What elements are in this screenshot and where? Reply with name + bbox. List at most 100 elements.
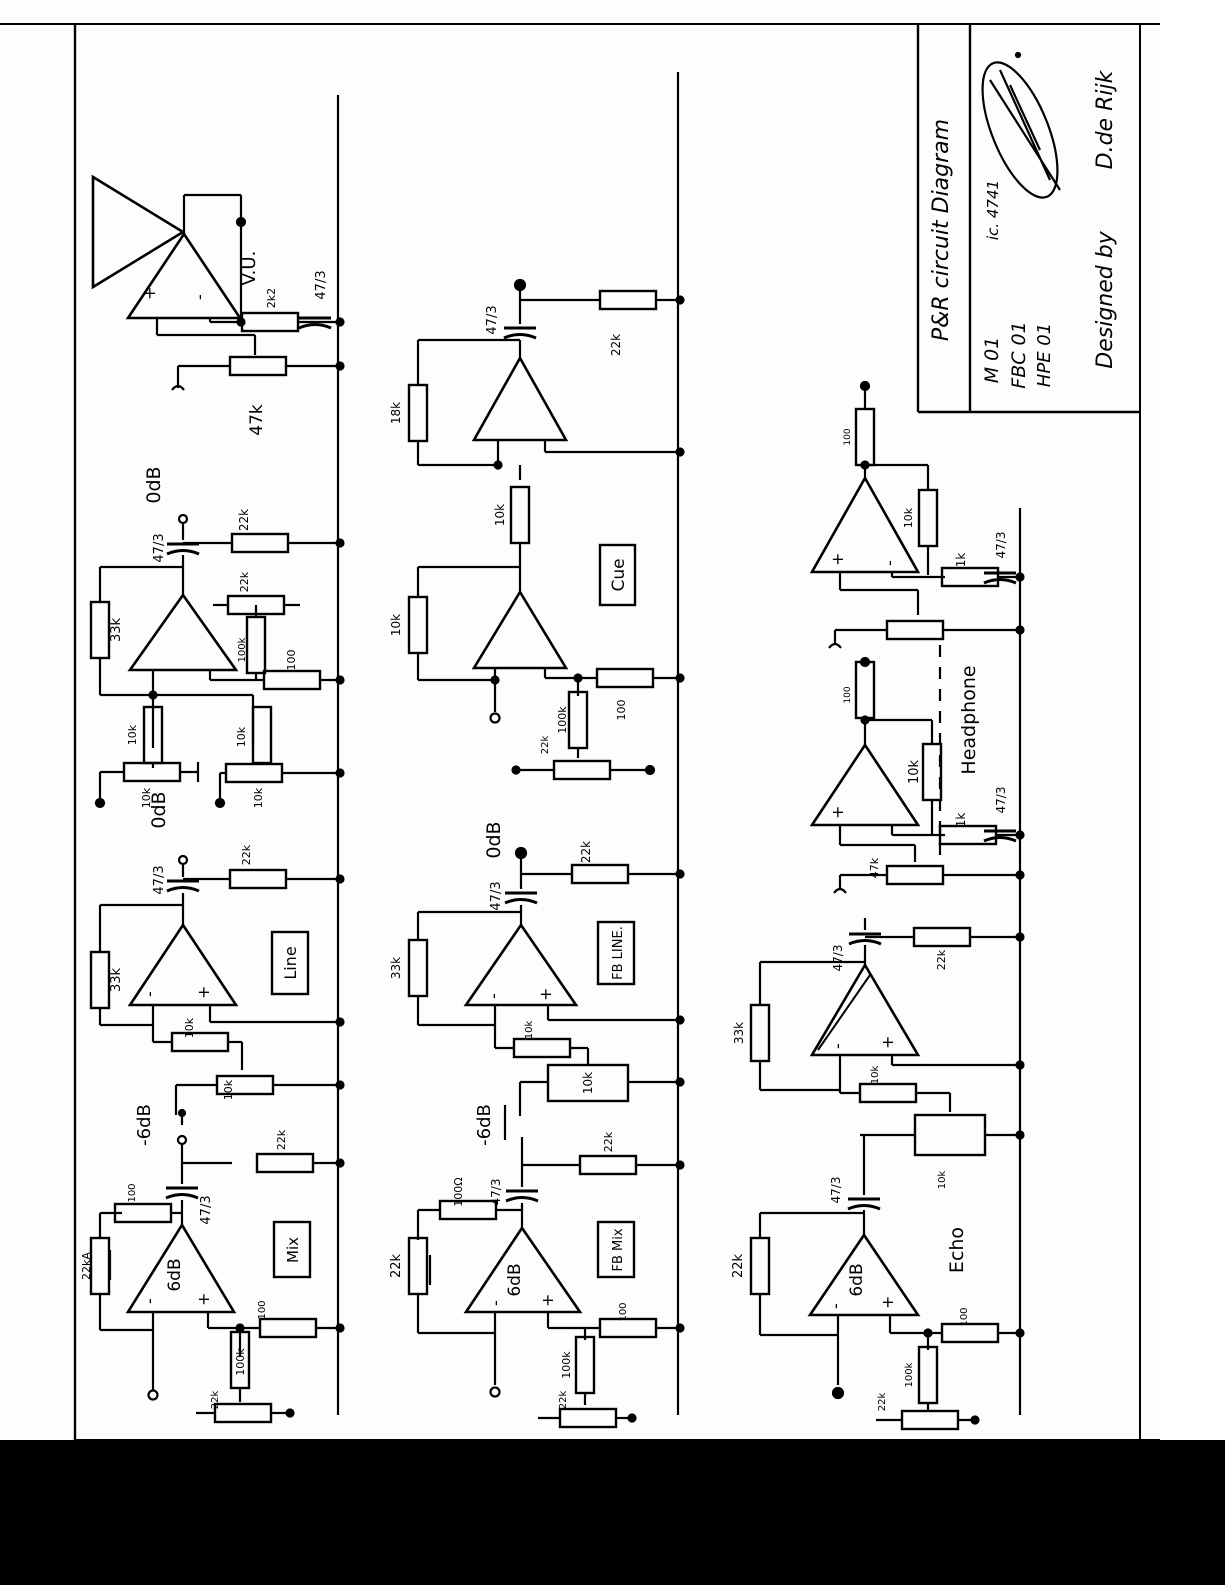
vu-label: V.U. [239, 251, 260, 286]
mix-r22ka: 22kA [80, 1252, 93, 1280]
cue-in-r100k: 100k [556, 706, 569, 734]
cue-out-r10k: 10k [493, 504, 507, 526]
vu-res-label: 2k2 [265, 288, 278, 308]
vu-cap-label: 47/3 [314, 270, 329, 299]
title-block-ic: ic. 4741 [984, 180, 1002, 240]
fb-mix-cap: 47/3 [489, 1179, 503, 1206]
hp-plus: + [828, 806, 847, 819]
line-r10k-a: 10k [183, 1017, 196, 1038]
fb-line-r10k-a: 10k [524, 1021, 535, 1040]
cue-in-r100: 100 [615, 700, 628, 721]
stage1-r22k: 22k [237, 509, 251, 531]
echo-plus: + [878, 1296, 897, 1309]
vu-minus: - [190, 294, 209, 300]
echo-stage [749, 1135, 1025, 1431]
fb-mix-minus: - [486, 1300, 505, 1306]
mix-minus: - [140, 1298, 159, 1304]
echo-r22k-pot: 22k [877, 1393, 888, 1412]
cue-input-stage [407, 543, 685, 781]
title-block-title: P&R circuit Diagram [929, 119, 954, 341]
stage1-cap: 47/3 [152, 533, 167, 562]
stage1-r10k-b: 10k [140, 787, 153, 808]
fb-mix-r22k-pot: 22k [558, 1391, 569, 1410]
cue-in-r10k: 10k [389, 614, 403, 636]
headphone-stage [809, 645, 1025, 894]
echo-r22k: 22k [731, 1253, 746, 1278]
hp-r100: 100 [843, 686, 853, 703]
line-r22k: 22k [240, 844, 253, 865]
title-block-code-2: FBC 01 [1008, 321, 1030, 388]
echo-out-r10k-a: 10k [870, 1066, 881, 1085]
title-block-author: D.de Rijk [1093, 69, 1118, 169]
input-stage-1 [89, 513, 345, 809]
fb-line-stage [407, 846, 685, 1140]
echo-minus: - [826, 1303, 845, 1309]
cue-out-r18k: 18k [389, 402, 403, 424]
fb-mix-r100ohm: 100Ω [452, 1177, 465, 1206]
cue-output-stage [407, 278, 685, 567]
fb-line-label: FB LINE. [611, 926, 626, 980]
hp-r1k: 1k [954, 813, 968, 828]
echo-gain: 6dB [847, 1263, 867, 1296]
hp-out-plus: + [828, 553, 847, 566]
signature [981, 51, 1061, 199]
line-label: Line [281, 946, 300, 979]
hp-out-cap: 47/3 [994, 532, 1008, 559]
fb-mix-stage [407, 1137, 685, 1429]
line-gain: 0dB [148, 791, 170, 828]
echo-r100k: 100k [904, 1362, 915, 1387]
echo-out-minus: - [828, 1043, 847, 1049]
supply-rails [336, 72, 1022, 1415]
hp-out-minus: - [880, 560, 899, 566]
headphone-out-stage [809, 380, 1025, 649]
fb-mix-plus: + [538, 1294, 557, 1307]
line-stage [89, 854, 345, 1115]
fb-mix-label: FB Mix [611, 1228, 626, 1271]
cue-out-cap: 47/3 [485, 305, 500, 334]
echo-out-r33k: 33k [732, 1022, 746, 1044]
title-block-code-1: M 01 [981, 337, 1003, 384]
echo-r100: 100 [959, 1307, 970, 1326]
line-minus: - [140, 991, 159, 997]
stage1-r10k-d: 10k [252, 787, 265, 808]
echo-out-cap: 47/3 [831, 945, 845, 972]
hp-r47k: 47k [868, 857, 881, 878]
hp-out-r100: 100 [843, 428, 853, 445]
hp-out-r1k: 1k [954, 553, 968, 568]
fb-mix-r22k: 22k [602, 1131, 615, 1152]
mix-stage [89, 1108, 345, 1424]
line-r10k-b: 10k [222, 1079, 235, 1100]
title-block-code-3: HPE 01 [1034, 323, 1055, 387]
fb-line-minus: - [484, 993, 503, 999]
mix-gain-minus: -6dB [134, 1104, 155, 1146]
stage1-r33k: 33k [109, 617, 124, 642]
vu-plus: + [140, 287, 159, 300]
cue-label: Cue [609, 558, 629, 591]
fb-line-plus: + [536, 988, 555, 1001]
echo-cap: 47/3 [829, 1177, 843, 1204]
fb-line-r22k: 22k [579, 841, 593, 863]
mix-r100k: 100k [234, 1348, 247, 1376]
headphone-label: Headphone [958, 665, 980, 774]
mix-label: Mix [284, 1237, 302, 1263]
stage1-r100k: 100k [237, 637, 248, 662]
fb-line-r33k: 33k [389, 957, 403, 979]
scan-margin-bottom [0, 1440, 1225, 1585]
hp-r10k: 10k [907, 759, 922, 784]
title-block [916, 24, 1140, 414]
mix-r22k-pot: 22k [210, 1391, 221, 1410]
line-cap: 47/3 [152, 865, 167, 894]
scan-margin-right [1160, 0, 1225, 1585]
fb-mix-r100: 100 [618, 1302, 629, 1321]
fb-mix-gain-op: 6dB [505, 1263, 525, 1296]
mix-plus: + [194, 1293, 213, 1306]
stage1-r10k-c: 10k [235, 726, 248, 747]
echo-output-stage [749, 918, 1025, 1157]
vu-pot-label: 47k [247, 404, 267, 436]
stage1-gain: 0dB [143, 466, 165, 503]
echo-out-r22k: 22k [935, 949, 948, 970]
echo-label: Echo [946, 1227, 968, 1273]
fb-line-r10k-b: 10k [581, 1072, 595, 1094]
mix-gain-op: 6dB [165, 1258, 185, 1291]
